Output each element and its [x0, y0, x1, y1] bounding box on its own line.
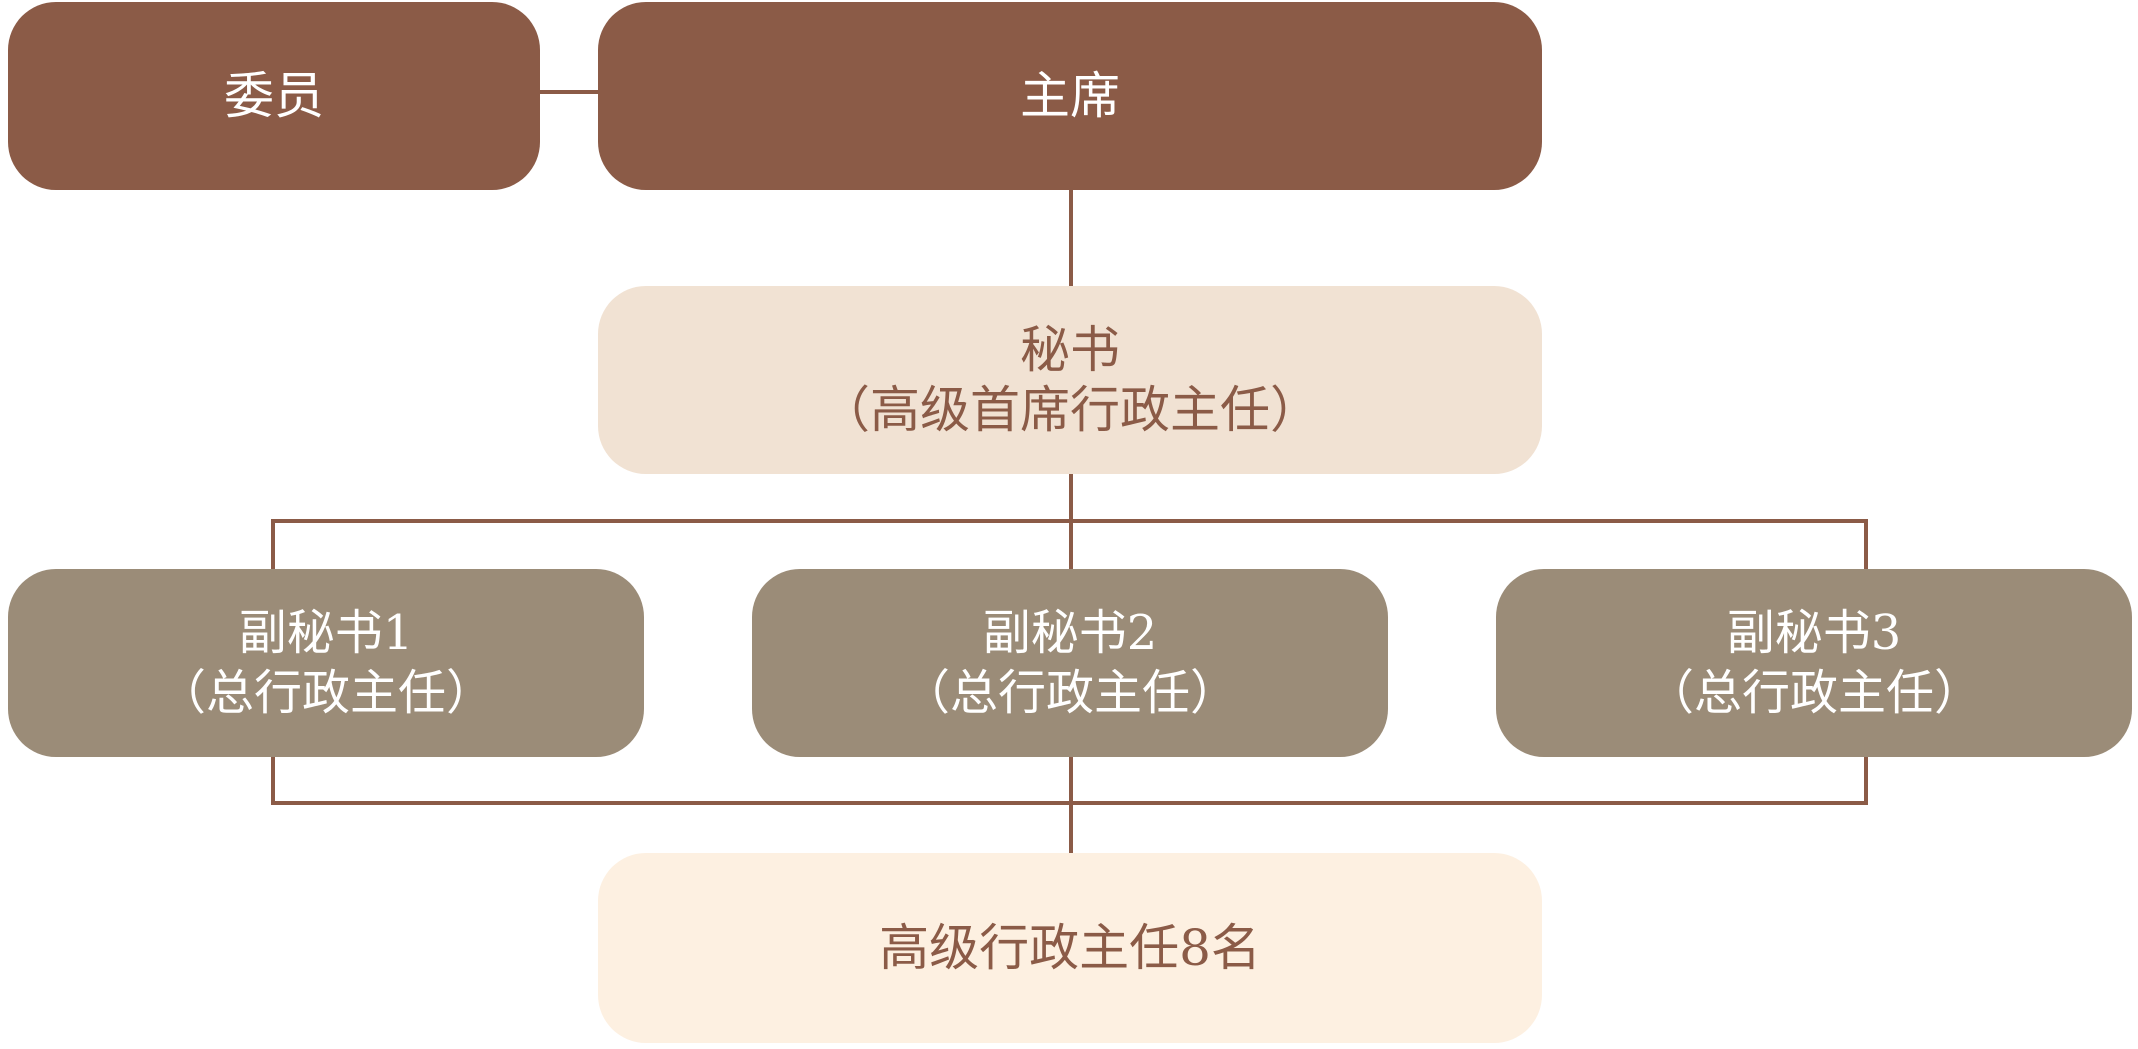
senior-executive-officers-label: 高级行政主任8名 — [879, 919, 1261, 977]
deputy-secretary-1-label: 副秘书1 — [238, 605, 414, 661]
deputy-secretary-3-sublabel: （总行政主任） — [1645, 665, 1982, 721]
deputy-secretary-3-label: 副秘书3 — [1726, 605, 1902, 661]
senior-executive-officers-node: 高级行政主任8名 — [598, 853, 1542, 1043]
connector-deputy3-bottom — [1864, 757, 1868, 805]
member-label: 委员 — [224, 67, 324, 125]
connector-deputy1-bottom — [271, 757, 275, 805]
chairman-label: 主席 — [1020, 67, 1120, 125]
secretary-node: 秘书 （高级首席行政主任） — [598, 286, 1542, 474]
deputy-secretary-3-node: 副秘书3 （总行政主任） — [1496, 569, 2132, 757]
connector-member-chairman — [540, 90, 598, 94]
connector-deputy3-top — [1864, 519, 1868, 569]
deputy-secretary-1-sublabel: （总行政主任） — [157, 665, 494, 721]
connector-chairman-secretary — [1069, 190, 1073, 286]
connector-deputy1-top — [271, 519, 275, 569]
member-node: 委员 — [8, 2, 540, 190]
deputy-secretary-2-label: 副秘书2 — [982, 605, 1158, 661]
connector-deputies-top-bar — [271, 519, 1868, 523]
deputy-secretary-1-node: 副秘书1 （总行政主任） — [8, 569, 644, 757]
secretary-label: 秘书 — [1020, 321, 1120, 379]
deputy-secretary-2-node: 副秘书2 （总行政主任） — [752, 569, 1388, 757]
chairman-node: 主席 — [598, 2, 1542, 190]
connector-deputy2-staff — [1069, 757, 1073, 853]
deputy-secretary-2-sublabel: （总行政主任） — [901, 665, 1238, 721]
secretary-sublabel: （高级首席行政主任） — [820, 381, 1320, 439]
